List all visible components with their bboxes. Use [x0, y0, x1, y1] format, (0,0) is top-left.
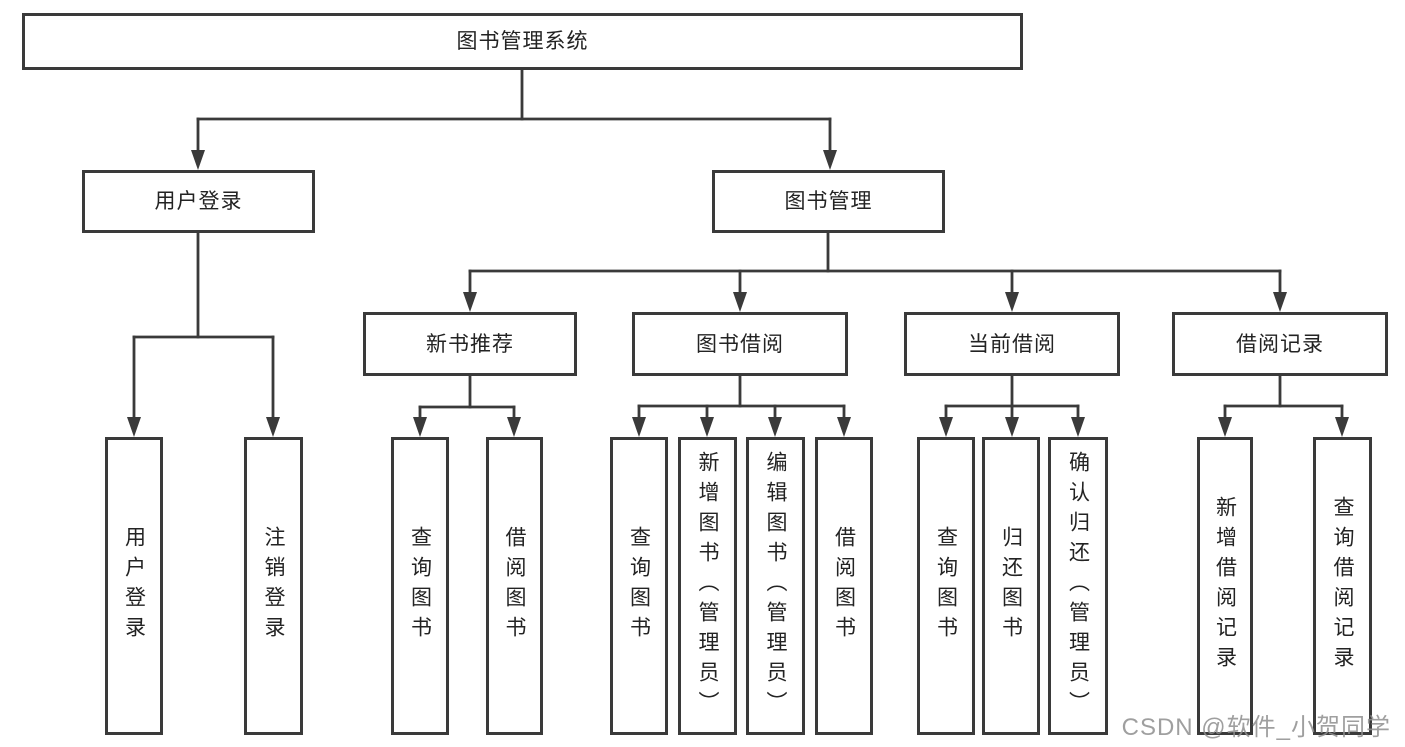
leaf-records-add-record: 新增借阅记录	[1197, 437, 1253, 735]
node-library-system: 图书管理系统	[22, 13, 1023, 70]
leaf-label: 借阅图书	[503, 526, 526, 646]
arrow-down-icon	[823, 150, 837, 170]
arrow-down-icon	[1071, 417, 1085, 437]
leaf-label: 查询图书	[408, 526, 432, 646]
leaf-borrow-borrow-book: 借阅图书	[815, 437, 873, 735]
leaf-label: 查询图书	[934, 526, 958, 646]
arrow-down-icon	[837, 417, 851, 437]
arrow-down-icon	[1005, 417, 1019, 437]
arrow-down-icon	[266, 417, 280, 437]
node-book-management: 图书管理	[712, 170, 945, 233]
arrow-down-icon	[1005, 292, 1019, 312]
node-label: 图书管理	[784, 190, 873, 213]
node-current-borrow: 当前借阅	[904, 312, 1120, 376]
arrow-down-icon	[413, 417, 427, 437]
leaf-label: 新增借阅记录	[1213, 496, 1237, 676]
leaf-recommend-query-book: 查询图书	[391, 437, 449, 735]
arrow-down-icon	[463, 292, 477, 312]
node-label: 图书管理系统	[456, 30, 589, 53]
leaf-borrow-add-book-admin: 新增图书（管理员）	[678, 437, 737, 735]
leaf-label: 查询借阅记录	[1331, 496, 1354, 676]
leaf-borrow-edit-book-admin: 编辑图书（管理员）	[746, 437, 805, 735]
node-label: 新书推荐	[426, 332, 514, 356]
node-label: 当前借阅	[968, 332, 1056, 356]
leaf-label: 编辑图书（管理员）	[764, 451, 787, 721]
connector-branch-7	[1218, 374, 1349, 437]
connector-branch-1	[191, 68, 837, 170]
leaf-current-query-book: 查询图书	[917, 437, 975, 735]
leaf-borrow-query-book: 查询图书	[610, 437, 668, 735]
csdn-watermark: CSDN @软件_小贺同学	[1121, 714, 1391, 741]
connector-branch-2	[127, 231, 280, 437]
arrow-down-icon	[733, 292, 747, 312]
node-borrow-records: 借阅记录	[1172, 312, 1388, 376]
node-new-book-recommend: 新书推荐	[363, 312, 577, 376]
node-label: 借阅记录	[1236, 332, 1324, 356]
leaf-label: 用户登录	[122, 526, 146, 646]
arrow-down-icon	[700, 417, 714, 437]
arrow-down-icon	[191, 150, 205, 170]
arrow-down-icon	[1335, 417, 1349, 437]
node-label: 图书借阅	[696, 332, 784, 356]
node-user-login: 用户登录	[82, 170, 315, 233]
arrow-down-icon	[1218, 417, 1232, 437]
leaf-current-confirm-return-admin: 确认归还（管理员）	[1048, 437, 1108, 735]
arrow-down-icon	[632, 417, 646, 437]
leaf-label: 新增图书（管理员）	[696, 451, 719, 721]
leaf-label: 注销登录	[262, 526, 285, 646]
arrow-down-icon	[1273, 292, 1287, 312]
leaf-label: 确认归还（管理员）	[1066, 451, 1090, 721]
leaf-recommend-borrow-book: 借阅图书	[486, 437, 543, 735]
connector-branch-5	[632, 374, 851, 437]
leaf-records-query-record: 查询借阅记录	[1313, 437, 1372, 735]
leaf-current-return-book: 归还图书	[982, 437, 1040, 735]
arrow-down-icon	[507, 417, 521, 437]
arrow-down-icon	[939, 417, 953, 437]
arrow-down-icon	[127, 417, 141, 437]
connector-branch-3	[463, 231, 1287, 312]
connector-branch-6	[939, 374, 1085, 437]
arrow-down-icon	[768, 417, 782, 437]
leaf-user-login: 用户登录	[105, 437, 163, 735]
leaf-logout-login: 注销登录	[244, 437, 303, 735]
connector-branch-4	[413, 374, 521, 437]
leaf-label: 查询图书	[627, 526, 651, 646]
node-book-borrow: 图书借阅	[632, 312, 848, 376]
leaf-label: 借阅图书	[832, 526, 856, 646]
leaf-label: 归还图书	[999, 526, 1023, 646]
node-label: 用户登录	[154, 190, 243, 213]
